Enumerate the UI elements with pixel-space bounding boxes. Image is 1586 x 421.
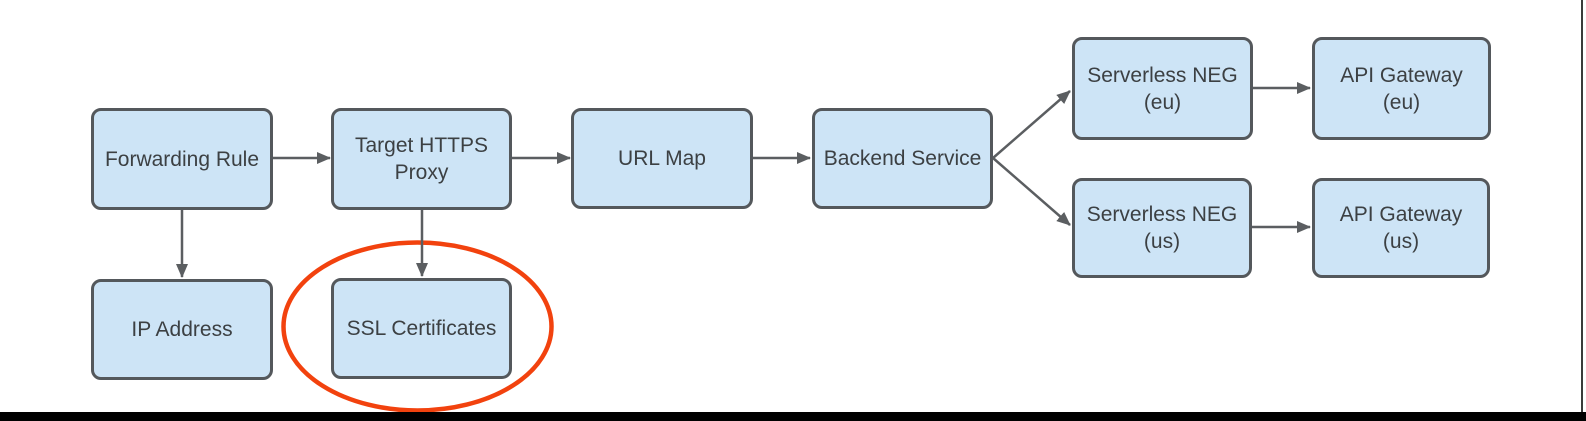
node-serverless-neg-us: Serverless NEG (us) (1072, 178, 1252, 278)
node-label: Target HTTPS (354, 134, 489, 157)
window-bottom-bar (0, 412, 1586, 421)
node-label: Backend Service (823, 147, 982, 170)
node-label-line2: (eu) (1382, 90, 1421, 114)
node-label: Serverless NEG (1087, 63, 1238, 87)
node-forwarding-rule: Forwarding Rule (91, 108, 273, 210)
node-api-gateway-us: API Gateway (us) (1312, 178, 1490, 278)
node-api-gateway-eu: API Gateway (eu) (1312, 37, 1491, 140)
node-ssl-certificates: SSL Certificates (331, 278, 512, 379)
node-backend-service: Backend Service (812, 108, 993, 209)
arrow-backend-service-to-serverless-neg-eu (992, 90, 1071, 159)
node-label: SSL Certificates (346, 317, 497, 340)
node-label-line2: (us) (1143, 230, 1181, 253)
node-label: API Gateway (1339, 203, 1463, 226)
node-label: API Gateway (1340, 63, 1463, 87)
node-target-https-proxy: Target HTTPS Proxy (331, 108, 512, 210)
window-right-edge-line (1581, 0, 1583, 412)
arrow-backend-service-to-serverless-neg-us (992, 157, 1071, 226)
node-url-map: URL Map (571, 108, 753, 209)
node-label-line2: (eu) (1143, 90, 1182, 114)
node-serverless-neg-eu: Serverless NEG (eu) (1072, 37, 1253, 140)
node-label: Forwarding Rule (104, 147, 260, 171)
node-label: Serverless NEG (1086, 203, 1238, 226)
node-label: IP Address (131, 318, 233, 341)
node-label-line2: (us) (1382, 230, 1420, 253)
node-label: URL Map (618, 147, 706, 170)
node-ip-address: IP Address (91, 279, 273, 380)
node-label-line2: Proxy (394, 161, 449, 184)
